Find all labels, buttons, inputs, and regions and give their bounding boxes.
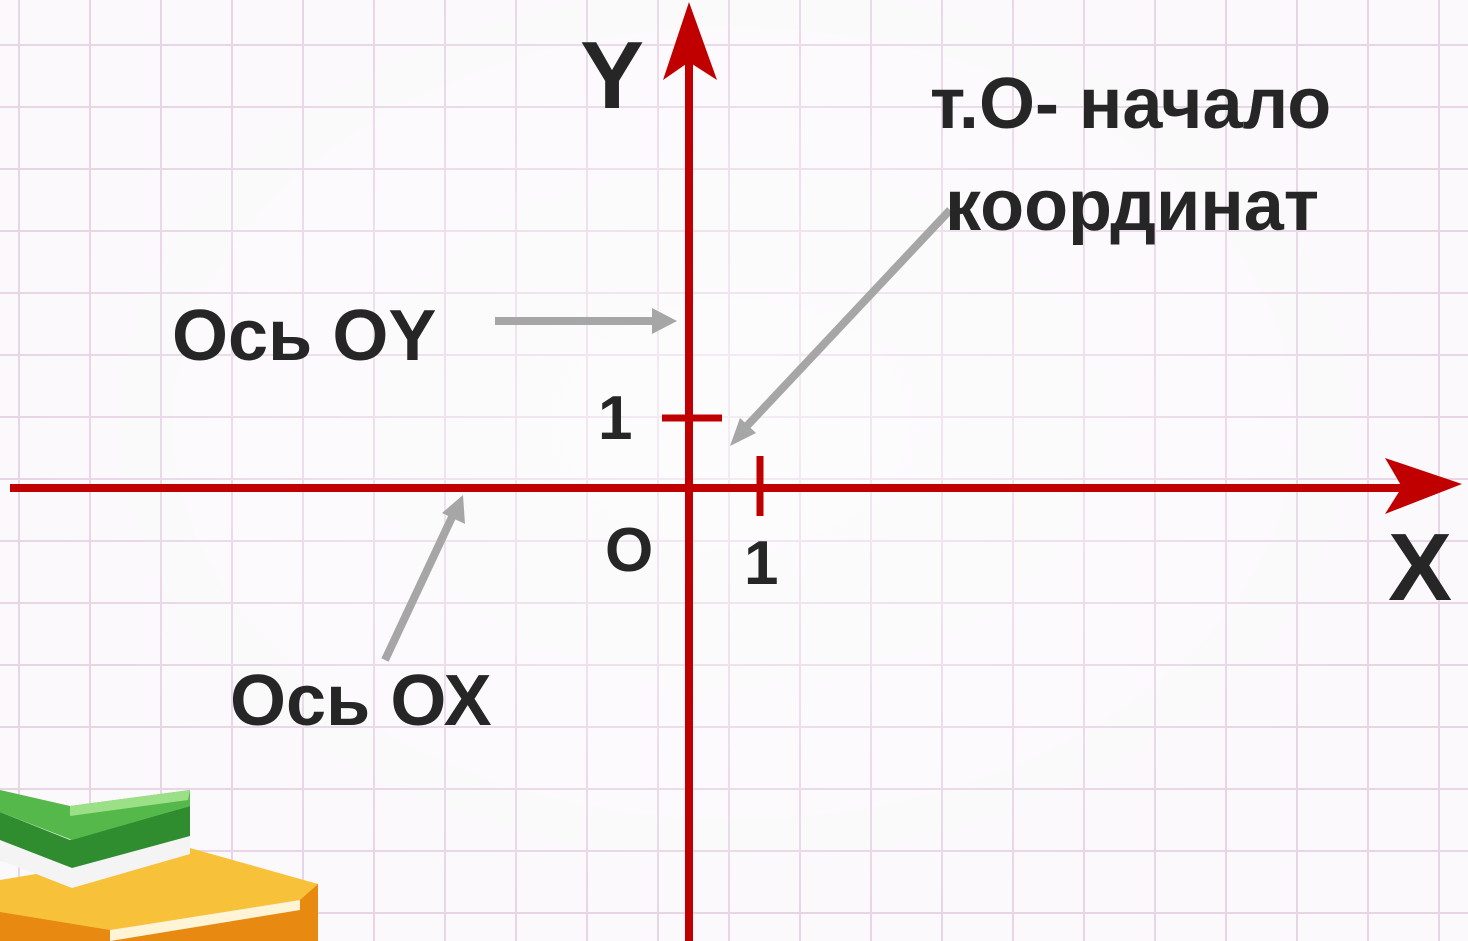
y-axis-callout: Ось ОY xyxy=(172,296,437,376)
y-unit-label: 1 xyxy=(598,384,633,453)
x-axis-pointer-arrow xyxy=(381,495,465,662)
x-axis-arrowhead xyxy=(1385,458,1462,514)
x-axis-callout: Ось ОХ xyxy=(230,661,492,741)
x-axis-label: X xyxy=(1388,514,1453,621)
origin-callout-line1: т.О- начало xyxy=(930,64,1332,144)
books-icon xyxy=(0,790,318,941)
y-axis-label: Y xyxy=(580,22,645,129)
x-unit-label: 1 xyxy=(744,529,779,598)
origin-pointer-arrow xyxy=(730,207,953,446)
y-axis-arrowhead xyxy=(663,2,717,80)
origin-label: O xyxy=(605,516,654,585)
y-axis-pointer-arrow xyxy=(495,308,677,334)
origin-callout-line2: координат xyxy=(945,166,1319,246)
